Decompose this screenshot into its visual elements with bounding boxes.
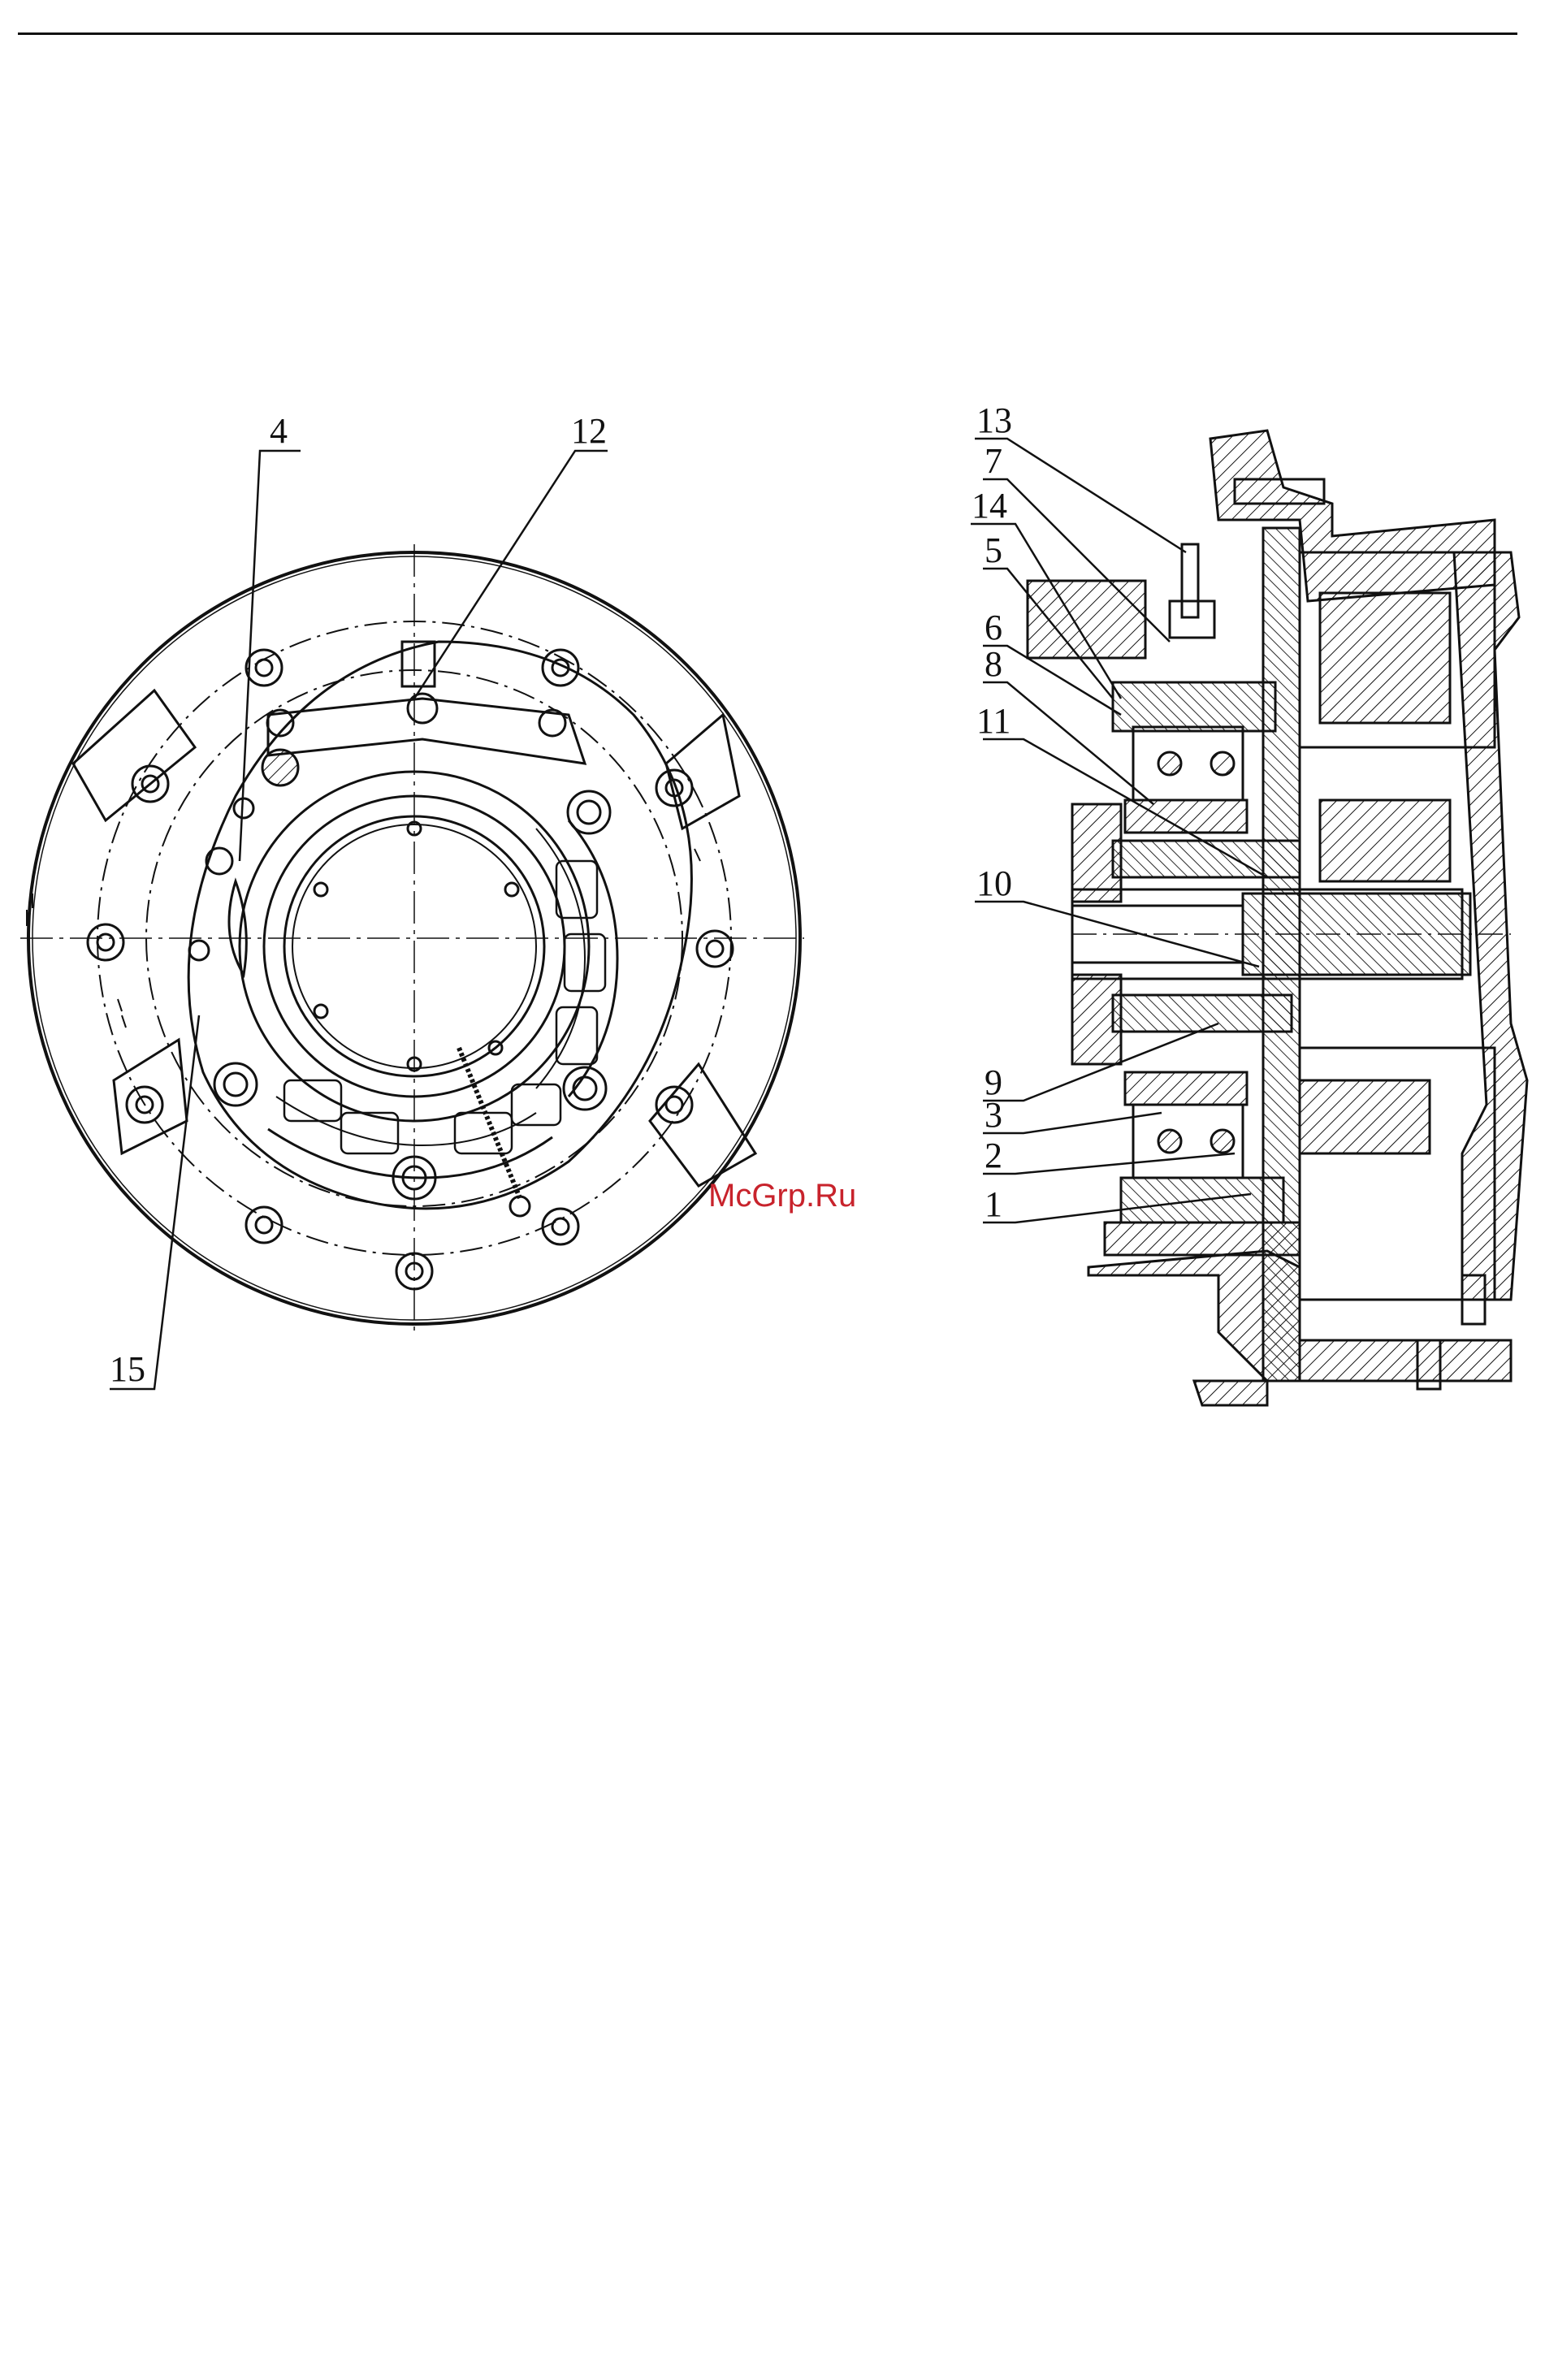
callout-label: 5 [985,530,1002,570]
lever-arm [268,699,585,764]
flange-lug [114,1040,187,1153]
leader-3 [983,1113,1162,1133]
front-view [20,544,804,1332]
hub-housing-upper [1072,804,1121,902]
pad [455,1113,512,1153]
pad [556,861,597,918]
rotor-pack-lower [1300,1080,1430,1153]
callout-label: 13 [976,400,1012,440]
callout-label: 7 [985,441,1002,481]
disc-lower [1125,1072,1247,1105]
callout-label: 14 [972,486,1007,526]
callout-label: 11 [976,701,1011,741]
ball [1211,752,1234,775]
bearing-cone-lower [1113,995,1292,1032]
callout-label: 15 [110,1349,145,1389]
rotor-pack-upper [1320,593,1450,723]
leader-12 [414,451,608,699]
clevis [1170,601,1214,638]
rotor-pack-middle [1320,800,1450,881]
base-foot [1194,1381,1267,1405]
callout-label: 3 [985,1095,1002,1135]
disc-upper [1125,800,1247,833]
flange-lug [73,690,195,820]
housing-upper [1210,431,1495,601]
callout-label: 12 [571,411,607,451]
flange-lug [650,1064,755,1186]
callout-label: 1 [985,1184,1002,1224]
bearing-cone-upper [1113,841,1300,877]
callout-label: 4 [270,411,288,451]
callout-label: 6 [985,608,1002,647]
ball [1158,1130,1181,1153]
callout-label: 2 [985,1136,1002,1175]
brake-drum-rim [1105,1222,1300,1255]
ball [1211,1130,1234,1153]
watermark-text: McGrp.Ru [708,1178,856,1214]
section-view [1028,431,1527,1405]
callout-label: 10 [976,863,1012,903]
leader-2 [983,1153,1235,1174]
pad [512,1084,560,1125]
cover-plate [1028,581,1145,658]
housing-lower [1088,1251,1511,1381]
flange-bolts [88,650,733,1289]
leader-15 [110,1015,199,1389]
callout-label: 8 [985,644,1002,684]
ball [1158,752,1181,775]
pivot-bar [1113,682,1275,731]
cam [229,881,246,975]
flange-lug [666,715,739,829]
adjusting-bolt [1182,544,1198,617]
